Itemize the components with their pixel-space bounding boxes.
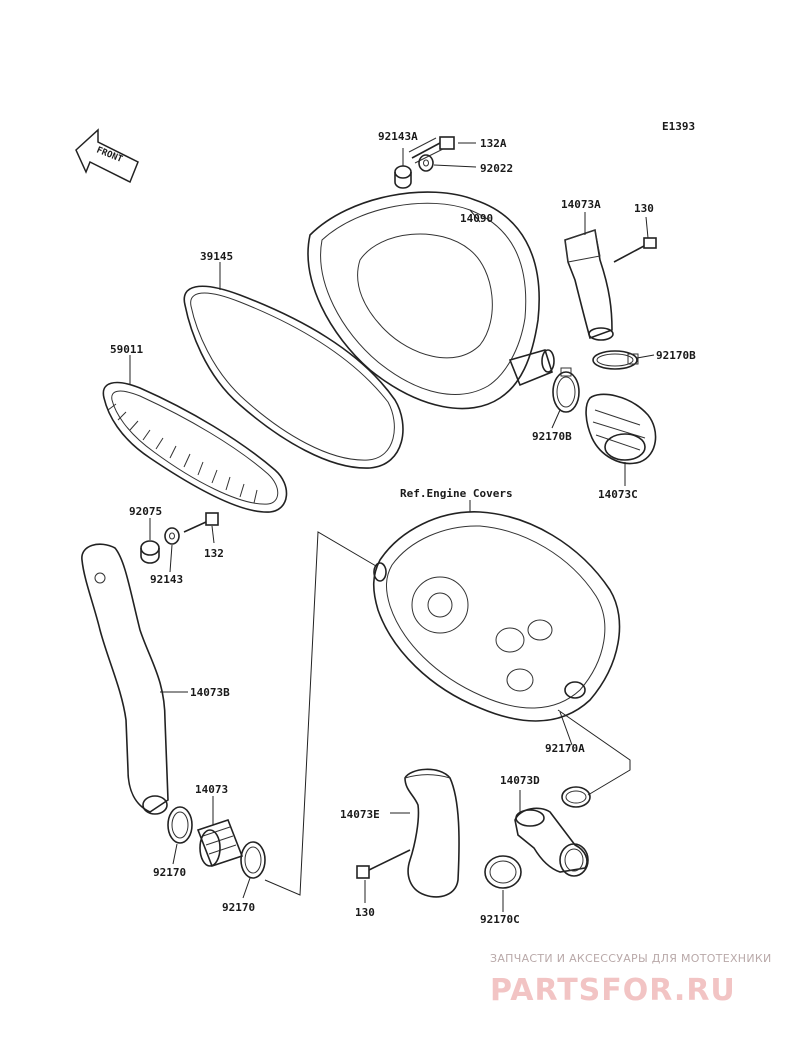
label-14073d: 14073D [500, 774, 540, 787]
engine-cover-reference-icon [372, 511, 621, 722]
boot-14073-icon [196, 819, 244, 867]
label-92143a: 92143A [378, 130, 418, 143]
drive-belt-59011-icon [102, 381, 288, 513]
clamp-92170b-mid-icon [552, 367, 580, 413]
label-92170-a: 92170 [153, 866, 186, 879]
bolt-130-bottom-icon [356, 849, 411, 879]
clamp-92170a-icon [561, 786, 591, 808]
duct-14073e-icon [404, 768, 460, 898]
label-92170b-top: 92170B [656, 349, 696, 362]
watermark-tagline: ЗАПЧАСТИ И АКСЕССУАРЫ ДЛЯ МОТОТЕХНИКИ [490, 952, 772, 965]
diagram-code: E1393 [662, 120, 695, 133]
label-14073e: 14073E [340, 808, 380, 821]
label-59011: 59011 [110, 343, 143, 356]
label-132: 132 [204, 547, 224, 560]
label-14073a: 14073A [561, 198, 601, 211]
bolt-130-top-icon [613, 237, 657, 263]
clamp-92170b-top-icon [592, 350, 639, 370]
label-14073c: 14073C [598, 488, 638, 501]
label-92170a: 92170A [545, 742, 585, 755]
leader-lines [129, 142, 655, 912]
label-130-bottom: 130 [355, 906, 375, 919]
label-92075: 92075 [129, 505, 162, 518]
clamp-92170-a-icon [167, 806, 193, 844]
seal-39145-icon [183, 285, 404, 469]
front-arrow-icon: FRONT [75, 128, 139, 184]
watermark-site: PARTSFOR.RU [490, 973, 736, 1008]
duct-14073b-icon [81, 543, 169, 815]
duct-14073d-icon [514, 807, 589, 877]
label-39145: 39145 [200, 250, 233, 263]
label-92022: 92022 [480, 162, 513, 175]
duct-14073a-icon [564, 228, 614, 341]
label-92170b-mid: 92170B [532, 430, 572, 443]
clamp-92170-b-icon [240, 841, 266, 879]
washer-92143-icon [164, 527, 180, 545]
label-14073: 14073 [195, 783, 228, 796]
collar-92075-icon [140, 540, 160, 564]
label-14073b: 14073B [190, 686, 230, 699]
label-92170-b: 92170 [222, 901, 255, 914]
boot-14073c-icon [585, 393, 657, 465]
label-130-top: 130 [634, 202, 654, 215]
label-132a: 132A [480, 137, 507, 150]
clutch-cover-14090-icon [307, 191, 555, 410]
bolt-132-icon [183, 512, 219, 533]
collar-92143a-icon [394, 165, 412, 189]
clamp-92170c-icon [484, 855, 522, 889]
label-92170c: 92170C [480, 913, 520, 926]
washer-92022-icon [418, 154, 434, 172]
label-14090: 14090 [460, 212, 493, 225]
label-ref-engine-covers: Ref.Engine Covers [400, 487, 513, 500]
label-92143: 92143 [150, 573, 183, 586]
